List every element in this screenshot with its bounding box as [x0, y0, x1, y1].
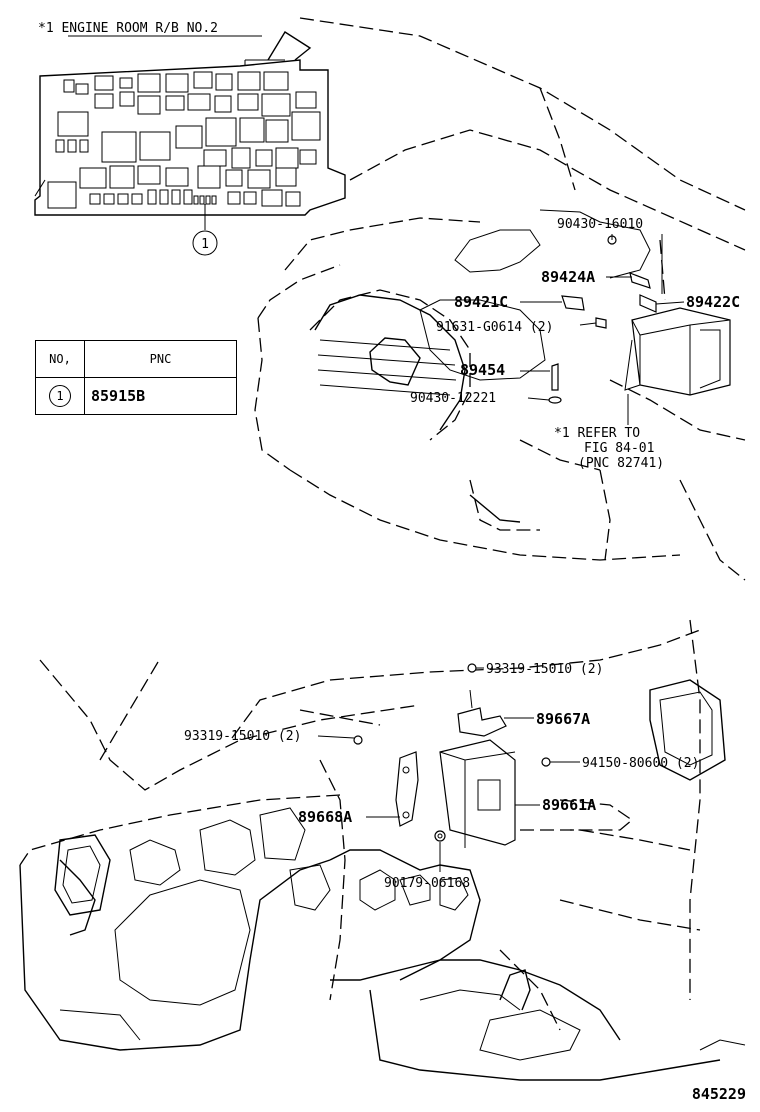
label-89667A: 89667A [536, 710, 590, 728]
callout-1-circle [192, 230, 218, 256]
column-header-no: NO, [35, 340, 85, 378]
fasteners [353, 735, 551, 842]
label-90430-12221: 90430-12221 [410, 391, 496, 406]
relay-block-illustration [34, 31, 346, 230]
label-89454: 89454 [460, 361, 505, 379]
table-cell-no: 1 [35, 377, 85, 415]
label-91631-G0614: 91631-G0614 (2) [436, 320, 553, 335]
figure-id: 845229 [692, 1085, 746, 1103]
instrument-cluster [19, 807, 331, 1051]
engine-room-note: *1 ENGINE ROOM R/B NO.2 [38, 21, 218, 36]
refer-note-line1: *1 REFER TO [554, 426, 640, 441]
table-cell-pnc: 85915B [84, 377, 237, 415]
label-89661A: 89661A [542, 796, 596, 814]
row-number-circle: 1 [49, 385, 71, 407]
table-header-row: NO, PNC [35, 340, 237, 378]
relay-callout-number: 1 [201, 237, 209, 252]
side-vent [649, 679, 726, 781]
label-89668A: 89668A [298, 808, 352, 826]
label-89424A: 89424A [541, 268, 595, 286]
bracket-89667A [457, 663, 507, 737]
label-89421C: 89421C [454, 293, 508, 311]
refer-note-line3: (PNC 82741) [578, 456, 664, 471]
label-90179-06168: 90179-06168 [384, 876, 470, 891]
grille-illustration [314, 294, 521, 523]
label-93319-right: 93319-15010 (2) [486, 662, 603, 677]
label-93319-left: 93319-15010 (2) [184, 729, 301, 744]
column-header-pnc: PNC [84, 340, 237, 378]
label-89422C: 89422C [686, 293, 740, 311]
engine-illustration [419, 209, 651, 381]
center-console [329, 849, 746, 1081]
pnc-table: NO, PNC 1 85915B [35, 340, 237, 415]
dashboard-outline [19, 619, 701, 1031]
control-module-box [624, 307, 731, 396]
ecu-module [439, 739, 516, 848]
bracket-89668A [395, 751, 419, 827]
label-94150-80600: 94150-80600 (2) [582, 756, 699, 771]
table-row: 1 85915B [35, 377, 237, 415]
label-90430-16010: 90430-16010 [557, 217, 643, 232]
refer-note-line2: FIG 84-01 [584, 441, 654, 456]
left-vent [54, 834, 111, 916]
